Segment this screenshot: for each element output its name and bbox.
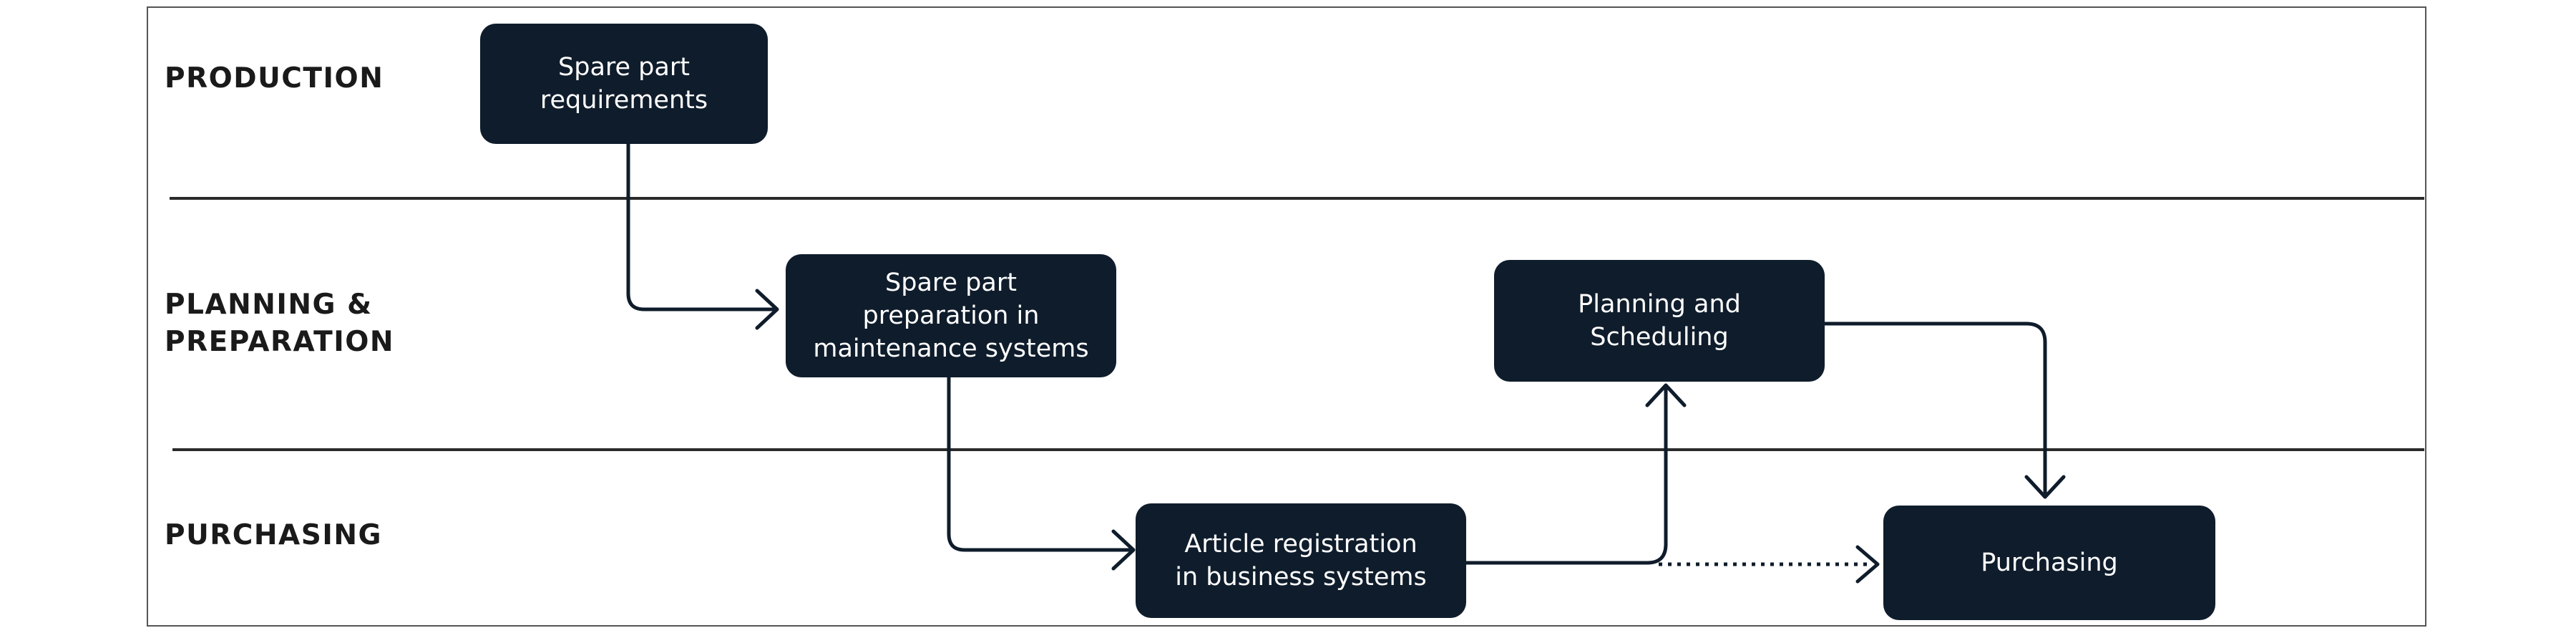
arrowhead-requirements-to-preparation	[755, 289, 779, 330]
node-label-spare-part-preparation: Spare part preparation in maintenance sy…	[813, 269, 1089, 363]
node-purchasing: Purchasing	[1883, 506, 2215, 620]
connector-preparation-to-registration	[947, 377, 1131, 552]
node-planning-and-scheduling: Planning and Scheduling	[1494, 260, 1825, 382]
arrowhead-preparation-to-registration	[1111, 529, 1136, 571]
lane-label-planning-preparation: PLANNING & PREPARATION	[165, 289, 395, 358]
node-label-purchasing: Purchasing	[1981, 549, 2118, 577]
connector-requirements-to-preparation	[626, 143, 774, 311]
node-spare-part-requirements: Spare part requirements	[480, 24, 768, 144]
arrowhead-registration-to-purchasing	[1855, 545, 1880, 584]
lane-label-purchasing: PURCHASING	[165, 519, 382, 551]
connector-registration-to-planning	[1465, 388, 1668, 565]
arrowhead-planning-to-purchasing	[2024, 475, 2066, 499]
arrowhead-registration-to-planning	[1645, 383, 1687, 407]
connector-planning-to-purchasing	[1825, 322, 2047, 494]
lane-label-production: PRODUCTION	[165, 62, 384, 95]
node-label-planning-and-scheduling: Planning and Scheduling	[1578, 290, 1741, 352]
node-spare-part-preparation: Spare part preparation in maintenance sy…	[786, 254, 1116, 377]
node-label-spare-part-requirements: Spare part requirements	[540, 53, 708, 115]
node-article-registration: Article registration in business systems	[1136, 503, 1466, 618]
node-label-article-registration: Article registration in business systems	[1175, 530, 1427, 591]
